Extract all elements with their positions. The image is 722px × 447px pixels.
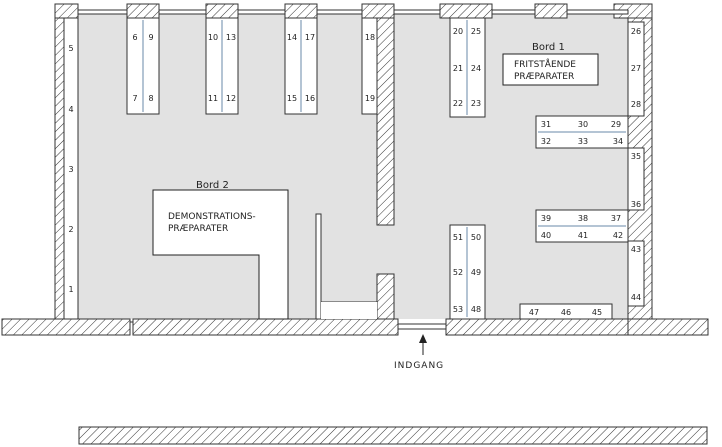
- cabinet-number: 40: [541, 231, 551, 240]
- cabinet-number: 11: [208, 94, 218, 103]
- pillar-5: [439, 3, 493, 19]
- pillar-3: [284, 3, 318, 19]
- cabinet-number: 53: [453, 305, 463, 314]
- pillar-6: [534, 3, 568, 19]
- cabinet-number: 52: [453, 268, 463, 277]
- partition: [315, 213, 377, 320]
- south-wall-east: [627, 318, 709, 336]
- table-title: Bord 2: [196, 180, 229, 191]
- south-wall-left: [1, 318, 131, 336]
- cabinet-number: 5: [68, 44, 73, 53]
- cabinet-number: 46: [561, 308, 571, 317]
- cabinet-strip-west: 5 4 3 2 1: [63, 17, 79, 320]
- cabinet-29-34: 31 30 29 32 33 34: [535, 115, 629, 149]
- cabinet-37-42: 39 38 37 40 41 42: [535, 209, 629, 243]
- cabinet-number: 17: [305, 33, 315, 42]
- cabinet-number: 6: [132, 33, 137, 42]
- cabinet-number: 44: [631, 293, 641, 302]
- cabinet-number: 30: [578, 120, 588, 129]
- cabinet-number: 39: [541, 214, 551, 223]
- cabinet-number: 16: [305, 94, 315, 103]
- cabinet-number: 28: [631, 100, 641, 109]
- cabinet-number: 42: [613, 231, 623, 240]
- cabinet-number: 48: [471, 305, 481, 314]
- cabinet-number: 38: [578, 214, 588, 223]
- cabinet-number: 51: [453, 233, 463, 242]
- cabinet-number: 41: [578, 231, 588, 240]
- cabinet-number: 32: [541, 137, 551, 146]
- cabinet-number: 43: [631, 245, 641, 254]
- interior-wall: [376, 17, 395, 226]
- cabinet-number: 22: [453, 99, 463, 108]
- cabinet-48-53: 51 50 52 49 53 48: [449, 224, 486, 320]
- west-wall-cap: [54, 3, 79, 19]
- cabinet-number: 27: [631, 64, 641, 73]
- table-label: DEMONSTRATIONS-: [168, 212, 256, 222]
- south-wall-middle: [132, 318, 399, 336]
- cabinet-number: 9: [148, 33, 153, 42]
- arrow-up-icon: [419, 334, 427, 343]
- south-wall-stub: [376, 273, 395, 320]
- cabinet-20-25: 20 25 21 24 22 23: [449, 17, 486, 118]
- cabinet-number: 2: [68, 225, 73, 234]
- cabinet-45-47: 47 46 45: [519, 303, 613, 320]
- cabinet-strip-east: 26 27 28 35 36 43 44: [627, 21, 645, 307]
- pillar-1: [126, 3, 160, 19]
- cabinet-number: 29: [611, 120, 621, 129]
- cabinet-14-17: 14 17 15 16: [284, 17, 318, 115]
- cabinet-18-19: 18 19: [361, 17, 378, 115]
- cabinet-number: 24: [471, 64, 481, 73]
- north-wall: [77, 9, 629, 15]
- cabinet-number: 47: [529, 308, 539, 317]
- cabinet-number: 7: [132, 94, 137, 103]
- cabinet-number: 23: [471, 99, 481, 108]
- cabinet-10-13: 10 13 11 12: [205, 17, 239, 115]
- cabinet-number: 14: [287, 33, 297, 42]
- cabinet-number: 12: [226, 94, 236, 103]
- cabinet-number: 26: [631, 27, 641, 36]
- cabinet-number: 1: [68, 285, 73, 294]
- cabinet-number: 20: [453, 27, 463, 36]
- cabinet-number: 18: [365, 33, 375, 42]
- cabinet-number: 4: [68, 105, 73, 114]
- cabinet-number: 49: [471, 268, 481, 277]
- cabinet-number: 36: [631, 200, 641, 209]
- cabinet-number: 8: [148, 94, 153, 103]
- table-label: PRÆPARATER: [514, 72, 574, 82]
- cabinet-number: 10: [208, 33, 218, 42]
- table-bord-2: Bord 2 DEMONSTRATIONS- PRÆPARATER: [152, 180, 289, 320]
- corridor-wall: [78, 426, 708, 445]
- cabinet-number: 33: [578, 137, 588, 146]
- cabinet-number: 19: [365, 94, 375, 103]
- cabinet-number: 31: [541, 120, 551, 129]
- cabinet-number: 45: [592, 308, 602, 317]
- pillar-2: [205, 3, 239, 19]
- pillar-4: [361, 3, 395, 19]
- table-label: FRITSTÅENDE: [514, 58, 576, 70]
- cabinet-number: 50: [471, 233, 481, 242]
- cabinet-number: 25: [471, 27, 481, 36]
- table-label: PRÆPARATER: [168, 224, 228, 234]
- entrance-marker: INDGANG: [394, 334, 444, 371]
- table-bord-1: Bord 1 FRITSTÅENDE PRÆPARATER: [502, 42, 599, 86]
- cabinet-number: 13: [226, 33, 236, 42]
- cabinet-number: 34: [613, 137, 623, 146]
- cabinet-number: 37: [611, 214, 621, 223]
- table-title: Bord 1: [532, 42, 565, 53]
- cabinet-number: 21: [453, 64, 463, 73]
- cabinet-number: 3: [68, 165, 73, 174]
- cabinet-6-9: 6 9 7 8: [126, 17, 160, 115]
- cabinet-number: 15: [287, 94, 297, 103]
- cabinet-number: 35: [631, 152, 641, 161]
- entrance-label: INDGANG: [394, 361, 444, 371]
